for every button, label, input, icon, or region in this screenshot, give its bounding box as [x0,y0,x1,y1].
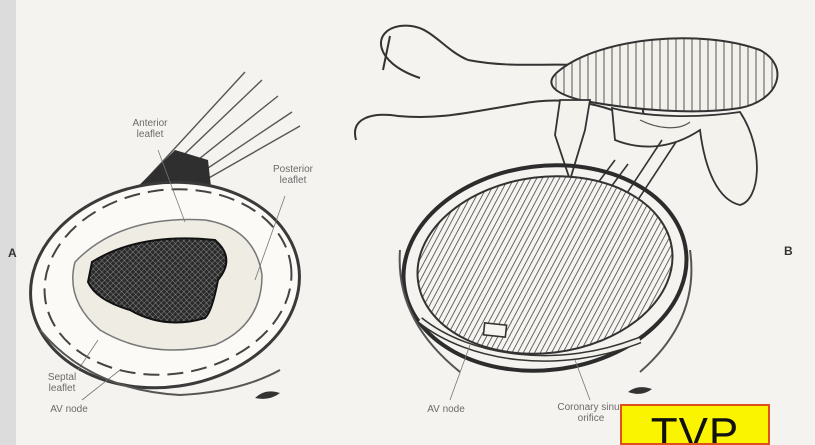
tvp-badge-text: TVP [622,412,768,445]
valve-cusps [612,108,757,205]
label-av-node-a: AV node [44,404,94,415]
scan-edge [0,0,16,445]
panel-b-letter: B [784,244,793,258]
label-posterior-leaflet: Posterior leaflet [262,164,324,186]
tvp-badge: TVP [620,404,770,445]
panel-a-letter: A [8,246,17,260]
label-av-node-b: AV node [418,404,474,415]
panel-b-illustration [355,26,777,400]
label-coronary-sinus-orifice: Coronary sinus orifice [556,402,626,424]
suture-tab [483,323,506,337]
label-septal-leaflet: Septal leaflet [38,372,86,394]
label-anterior-leaflet: Anterior leaflet [120,118,180,140]
